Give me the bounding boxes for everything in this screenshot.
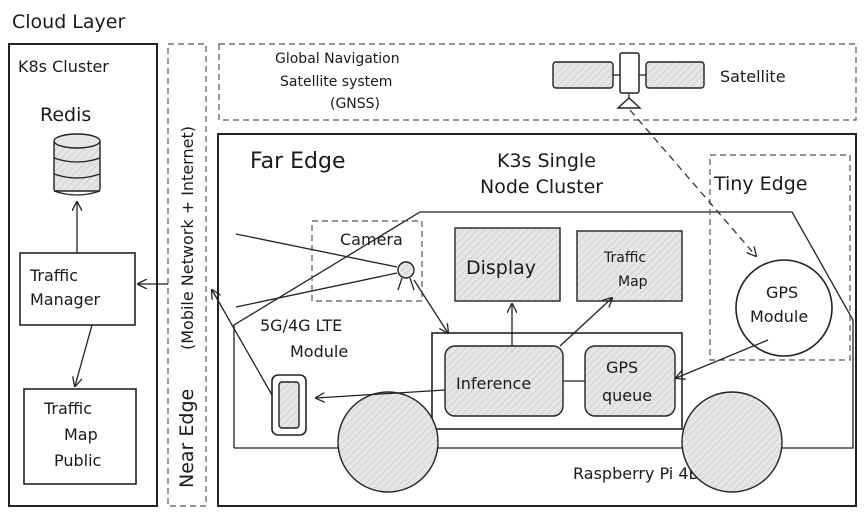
traffic-map-public-label-3: Public bbox=[54, 451, 101, 470]
arrow-satellite-to-gps bbox=[629, 109, 756, 256]
traffic-manager-label-1: Traffic bbox=[29, 266, 78, 285]
display-label: Display bbox=[466, 257, 536, 279]
arrow-camera-to-inference bbox=[413, 279, 448, 333]
k3s-label-2: Node Cluster bbox=[480, 176, 603, 198]
satellite-icon bbox=[552, 52, 705, 109]
gps-module-circle bbox=[735, 259, 833, 357]
arrow-lte-to-network bbox=[212, 290, 273, 396]
camera-view-line-upper bbox=[235, 233, 398, 268]
gnss-box bbox=[218, 43, 857, 121]
arrow-inference-to-lte bbox=[316, 389, 446, 398]
rear-wheel bbox=[337, 391, 439, 493]
tiny-edge-label: Tiny Edge bbox=[713, 173, 807, 195]
traffic-map-label-2: Map bbox=[618, 274, 648, 290]
gps-queue-label-2: queue bbox=[602, 386, 652, 405]
camera-label: Camera bbox=[340, 230, 403, 249]
mobile-network-label: (Mobile Network + Internet) bbox=[178, 126, 197, 350]
gnss-label-3: (GNSS) bbox=[330, 96, 380, 112]
arrow-gps-module-to-queue bbox=[676, 339, 769, 378]
near-edge-label: Near Edge bbox=[176, 389, 198, 488]
front-wheel bbox=[681, 391, 783, 493]
traffic-map-public-label-1: Traffic bbox=[43, 399, 92, 418]
inference-label: Inference bbox=[456, 374, 531, 393]
far-edge-label: Far Edge bbox=[250, 149, 346, 174]
k8s-cluster-box bbox=[8, 43, 158, 507]
compute-box bbox=[431, 332, 683, 430]
gps-queue-label-1: GPS bbox=[606, 358, 638, 377]
vehicle-outline bbox=[233, 211, 854, 449]
cloud-layer-title: Cloud Layer bbox=[12, 11, 125, 33]
traffic-manager-label-2: Manager bbox=[30, 290, 101, 309]
redis-label: Redis bbox=[40, 104, 91, 126]
traffic-map-public-box bbox=[23, 388, 137, 485]
arrow-inference-to-map bbox=[559, 298, 612, 347]
k3s-label-1: K3s Single bbox=[497, 150, 596, 172]
traffic-manager-box bbox=[19, 252, 136, 326]
gps-module-label-2: Module bbox=[750, 307, 808, 326]
traffic-map-public-label-2: Map bbox=[64, 425, 98, 444]
tiny-edge-box bbox=[709, 154, 851, 361]
traffic-map-box bbox=[576, 230, 683, 302]
camera-icon bbox=[397, 261, 415, 291]
display-box bbox=[454, 227, 561, 302]
lte-label-1: 5G/4G LTE bbox=[260, 316, 342, 335]
raspberry-pi-label: Raspberry Pi 4B bbox=[573, 464, 699, 483]
raspberry-pi-box bbox=[217, 133, 857, 507]
traffic-map-label-1: Traffic bbox=[603, 250, 646, 266]
arrow-manager-to-public-map bbox=[75, 324, 93, 386]
lte-label-2: Module bbox=[290, 342, 348, 361]
database-icon bbox=[53, 133, 101, 196]
camera-box bbox=[311, 220, 423, 302]
lte-modem-icon bbox=[271, 374, 307, 436]
satellite-label: Satellite bbox=[720, 67, 786, 86]
gnss-label-2: Satellite system bbox=[280, 74, 392, 90]
camera-view-line-lower bbox=[235, 272, 398, 308]
gnss-label-1: Global Navigation bbox=[275, 51, 400, 67]
gps-queue-box bbox=[584, 345, 676, 417]
k8s-cluster-label: K8s Cluster bbox=[18, 57, 109, 76]
gps-module-label-1: GPS bbox=[766, 283, 798, 302]
